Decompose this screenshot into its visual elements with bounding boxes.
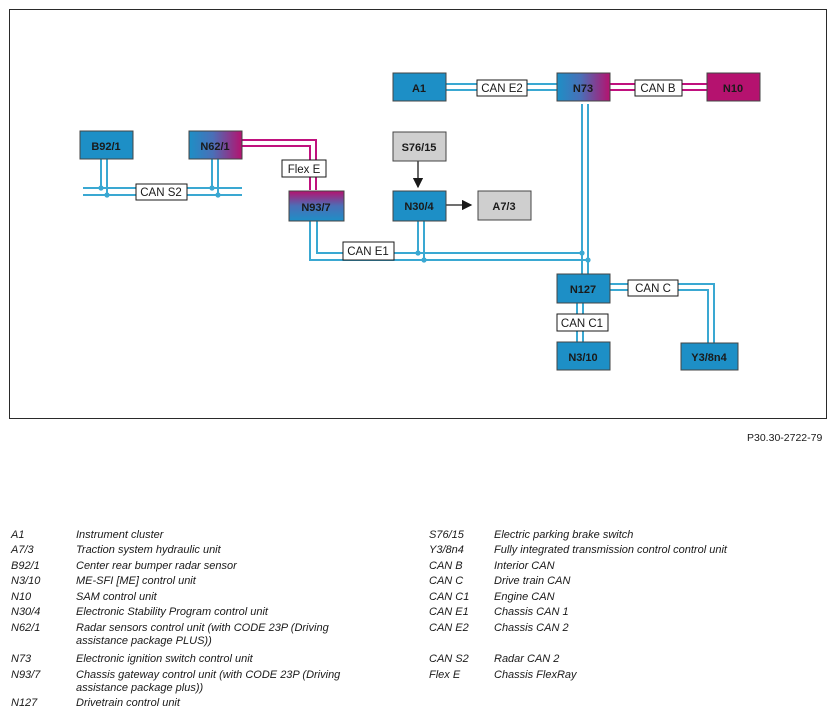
node-n62-1: N62/1 — [188, 130, 243, 160]
bus-label-can-e1: CAN E1 — [342, 241, 395, 261]
legend-description: Instrument cluster — [76, 529, 164, 541]
legend-description: Radar CAN 2 — [494, 653, 560, 665]
junction-dot — [415, 250, 421, 256]
network-topology-diagram: CAN E2 CAN B Flex E CAN S2 CAN E1 CAN C … — [79, 72, 761, 371]
legend-code: N93/7 — [11, 669, 41, 681]
node-b92-1-label: B92/1 — [91, 141, 120, 153]
bus-label-can-s2: CAN S2 — [135, 183, 188, 201]
node-y3-8n4-label: Y3/8n4 — [691, 352, 727, 364]
control-units: A1 N73 N10 B92/1 N62/1 S76/15 N93/7 N30 — [79, 72, 761, 371]
bus-junction-dots — [98, 185, 591, 263]
legend-code: N30/4 — [11, 606, 41, 618]
junction-dot — [579, 250, 585, 256]
legend-code: CAN E2 — [429, 622, 469, 634]
diagram-frame — [9, 9, 827, 419]
node-n10-label: N10 — [723, 83, 743, 95]
bus-labels: CAN E2 CAN B Flex E CAN S2 CAN E1 CAN C … — [135, 79, 683, 332]
node-a1: A1 — [392, 72, 447, 102]
node-a7-3-label: A7/3 — [492, 201, 515, 213]
node-n127-label: N127 — [570, 284, 596, 296]
bus-label-can-b-text: CAN B — [640, 83, 675, 95]
bus-can-e1-line — [309, 104, 589, 274]
figure-reference: P30.30-2722-79 — [747, 432, 823, 444]
node-b92-1: B92/1 — [79, 130, 134, 160]
legend-description: Engine CAN — [494, 591, 555, 603]
bus-label-can-s2-text: CAN S2 — [140, 187, 182, 199]
legend-description: ME-SFI [ME] control unit — [76, 575, 196, 587]
legend-description: Interior CAN — [494, 560, 555, 572]
node-n3-10-label: N3/10 — [568, 352, 597, 364]
bus-label-can-c1: CAN C1 — [556, 313, 609, 332]
legend-code: B92/1 — [11, 560, 40, 572]
bus-label-can-c1-text: CAN C1 — [561, 318, 603, 330]
bus-label-flex-e-text: Flex E — [288, 164, 321, 176]
junction-dot — [585, 257, 591, 263]
node-n62-1-label: N62/1 — [200, 141, 229, 153]
legend-code: Flex E — [429, 669, 461, 681]
bus-label-can-e2: CAN E2 — [476, 79, 528, 97]
legend-code: A7/3 — [11, 544, 34, 556]
legend-code: N10 — [11, 591, 32, 603]
node-n73-label: N73 — [573, 83, 593, 95]
legend-code: Y3/8n4 — [429, 544, 464, 556]
legend-description: Chassis FlexRay — [494, 669, 577, 681]
legend-description: Drive train CAN — [494, 575, 571, 587]
bus-label-can-e1-text: CAN E1 — [347, 246, 389, 258]
legend-code: S76/15 — [429, 529, 464, 541]
legend-code: CAN S2 — [429, 653, 469, 665]
legend-code: CAN C1 — [429, 591, 470, 603]
legend-code: CAN E1 — [429, 606, 469, 618]
legend-description: Traction system hydraulic unit — [76, 544, 221, 556]
legend-code: A1 — [11, 529, 25, 541]
node-y3-8n4: Y3/8n4 — [680, 342, 739, 371]
node-n73: N73 — [556, 72, 611, 102]
legend-description: Chassis gateway control unit (with CODE … — [76, 669, 341, 694]
legend-description: Electronic Stability Program control uni… — [76, 606, 268, 618]
node-a7-3: A7/3 — [477, 190, 532, 221]
bus-label-can-c: CAN C — [627, 279, 679, 297]
node-n30-4-label: N30/4 — [404, 201, 434, 213]
node-n30-4: N30/4 — [392, 190, 447, 222]
legend-code: N3/10 — [11, 575, 41, 587]
node-n127: N127 — [556, 273, 611, 304]
legend-description: Radar sensors control unit (with CODE 23… — [76, 622, 329, 647]
junction-dot — [98, 185, 104, 191]
legend-code: N73 — [11, 653, 32, 665]
legend-description: SAM control unit — [76, 591, 157, 603]
junction-dot — [209, 185, 215, 191]
legend-code: N62/1 — [11, 622, 41, 634]
node-n93-7-label: N93/7 — [301, 202, 330, 214]
legend-code: CAN B — [429, 560, 463, 572]
node-s76-15: S76/15 — [392, 131, 447, 162]
legend-description: Fully integrated transmission control co… — [494, 544, 727, 556]
node-s76-15-label: S76/15 — [402, 142, 437, 154]
junction-dot — [104, 192, 110, 198]
legend-description: Drivetrain control unit — [76, 697, 180, 709]
legend-description: Chassis CAN 1 — [494, 606, 569, 618]
legend-description: Chassis CAN 2 — [494, 622, 569, 634]
junction-dot — [421, 257, 427, 263]
legend-description: Electronic ignition switch control unit — [76, 653, 253, 665]
bus-label-flex-e: Flex E — [281, 159, 327, 178]
legend-code: CAN C — [429, 575, 464, 587]
legend-description: Electric parking brake switch — [494, 529, 634, 541]
node-n93-7: N93/7 — [288, 190, 345, 222]
junction-dot — [215, 192, 221, 198]
node-a1-label: A1 — [412, 83, 426, 95]
bus-label-can-e2-text: CAN E2 — [481, 83, 523, 95]
bus-label-can-c-text: CAN C — [635, 283, 671, 295]
legend-code: N127 — [11, 697, 38, 709]
bus-label-can-b: CAN B — [634, 79, 683, 97]
legend-description: Center rear bumper radar sensor — [76, 560, 237, 572]
node-n3-10: N3/10 — [556, 341, 611, 371]
node-n10: N10 — [706, 72, 761, 102]
